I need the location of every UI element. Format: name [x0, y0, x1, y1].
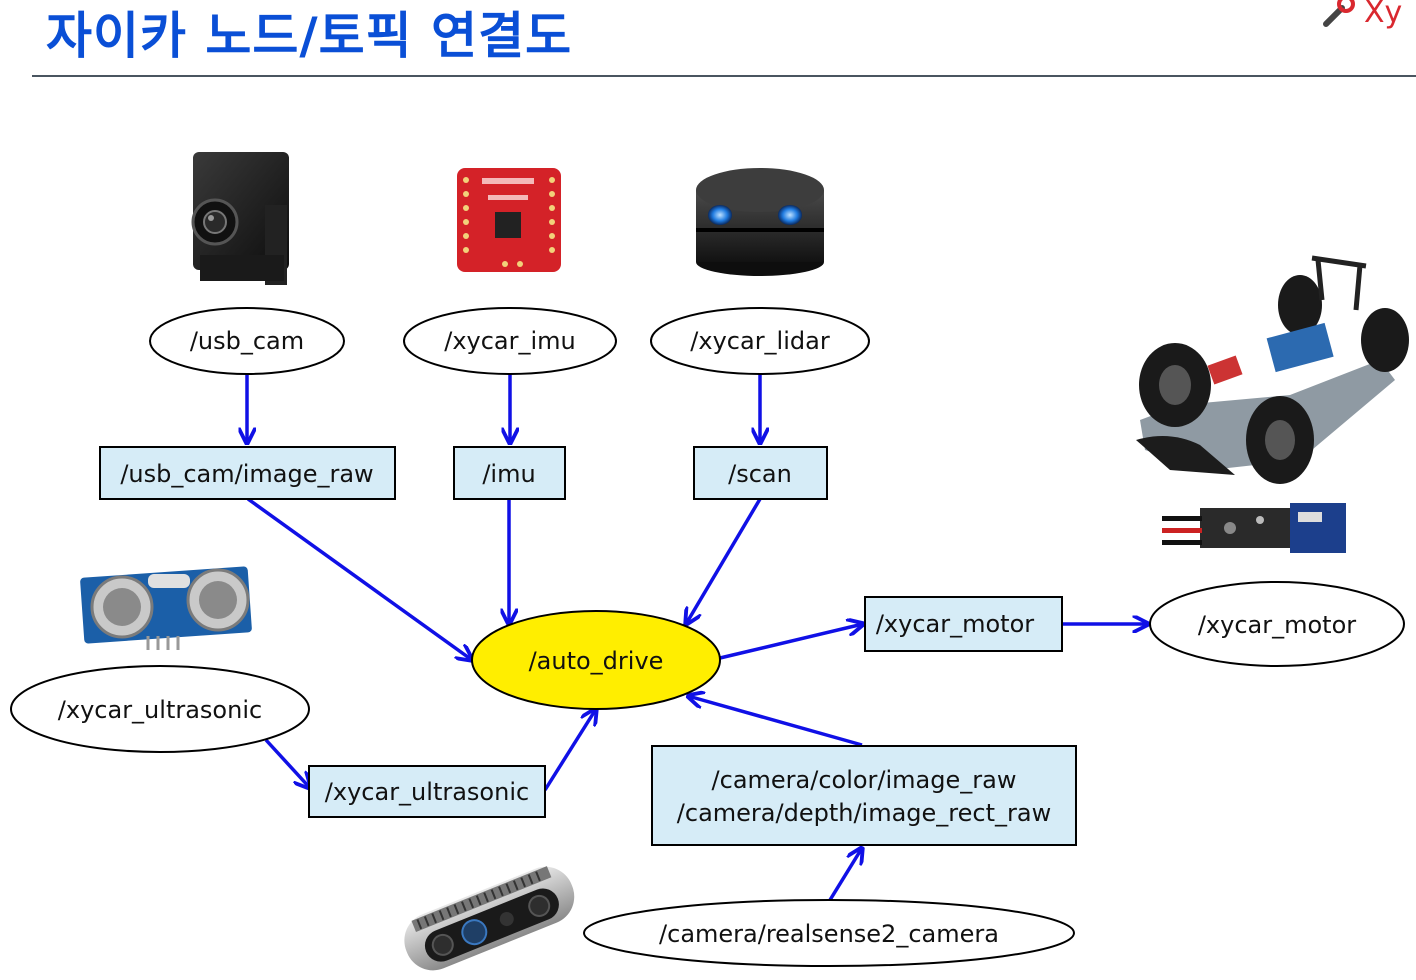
- xycar-wrench-icon: [1323, 0, 1355, 27]
- topic-imu-label: /imu: [482, 460, 535, 488]
- node-xycar-imu-label: /xycar_imu: [444, 327, 576, 355]
- page-title: 자이카 노드/토픽 연결도: [46, 7, 573, 65]
- topic-usb-cam-image-raw-label: /usb_cam/image_raw: [120, 460, 373, 488]
- node-auto-drive: /auto_drive: [471, 610, 721, 710]
- node-usb-cam-label: /usb_cam: [190, 327, 304, 355]
- rc-car-chassis-image: [1136, 255, 1409, 484]
- topic-xycar-motor: /xycar_motor: [864, 596, 1063, 652]
- topic-imu: /imu: [453, 446, 566, 500]
- usb-camera-image: [191, 152, 289, 285]
- title-divider: [32, 75, 1416, 77]
- topic-camera-images: /camera/color/image_raw /camera/depth/im…: [651, 745, 1077, 846]
- arrow-ultrasonic-topic-to-auto-drive: [543, 709, 596, 791]
- arrow-image-raw-to-auto-drive: [246, 497, 472, 660]
- node-xycar-ultrasonic-label: /xycar_ultrasonic: [58, 696, 262, 724]
- node-realsense-camera-label: /camera/realsense2_camera: [659, 920, 999, 948]
- topic-xycar-ultrasonic: /xycar_ultrasonic: [308, 765, 546, 818]
- topic-usb-cam-image-raw: /usb_cam/image_raw: [99, 446, 396, 500]
- motor-controller-image: [1162, 503, 1346, 553]
- lidar-sensor-image: [696, 168, 824, 276]
- arrows: [246, 374, 1148, 901]
- node-xycar-lidar: /xycar_lidar: [650, 307, 870, 375]
- arrow-camera-topics-to-auto-drive: [688, 696, 863, 747]
- node-realsense-camera: /camera/realsense2_camera: [583, 899, 1075, 967]
- node-xycar-motor: /xycar_motor: [1149, 581, 1405, 667]
- topic-scan: /scan: [693, 446, 828, 500]
- topic-xycar-motor-label: /xycar_motor: [876, 610, 1034, 638]
- node-auto-drive-label: /auto_drive: [529, 647, 664, 675]
- arrow-auto-drive-to-motor-topic: [719, 624, 863, 660]
- brand-logo: Xy: [1322, 0, 1402, 32]
- node-xycar-lidar-label: /xycar_lidar: [690, 327, 830, 355]
- imu-board-image: [457, 168, 561, 272]
- node-usb-cam: /usb_cam: [149, 307, 345, 375]
- node-xycar-ultrasonic: /xycar_ultrasonic: [10, 665, 310, 753]
- arrow-ultrasonic-node-to-topic: [264, 738, 310, 788]
- ultrasonic-sensor-image: [80, 566, 252, 650]
- topic-scan-label: /scan: [728, 460, 792, 488]
- topic-camera-color-label: /camera/color/image_raw: [712, 766, 1017, 794]
- logo-text: Xy: [1364, 0, 1403, 30]
- topic-camera-depth-label: /camera/depth/image_rect_raw: [677, 799, 1051, 827]
- node-xycar-imu: /xycar_imu: [403, 307, 617, 375]
- arrow-realsense-to-camera-topics: [828, 848, 862, 901]
- arrow-scan-to-auto-drive: [686, 498, 762, 624]
- realsense-depth-camera-image: [404, 866, 575, 971]
- topic-xycar-ultrasonic-label: /xycar_ultrasonic: [325, 778, 529, 806]
- node-xycar-motor-label: /xycar_motor: [1198, 611, 1356, 639]
